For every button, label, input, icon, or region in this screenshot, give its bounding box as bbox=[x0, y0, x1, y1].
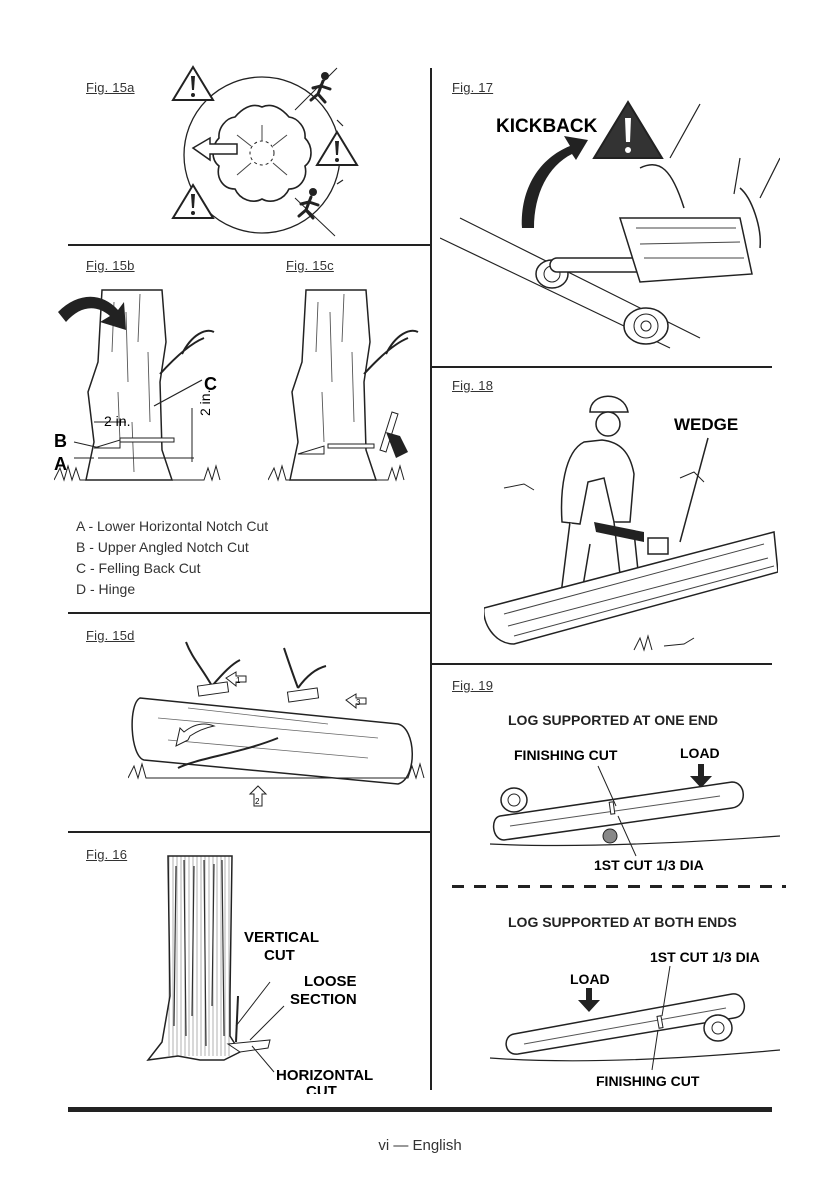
fig-17-illustration: KICKBACK bbox=[440, 98, 780, 360]
page-footer: vi — English bbox=[0, 1137, 840, 1154]
step-marker-icon: 3 bbox=[346, 694, 366, 708]
one-end-title: LOG SUPPORTED AT ONE END bbox=[508, 710, 718, 731]
warning-icon bbox=[173, 185, 213, 218]
step-number: 1 bbox=[236, 676, 241, 685]
bottom-rule bbox=[68, 1107, 772, 1112]
step-marker-icon: 1 bbox=[226, 672, 246, 686]
loose-section-label: LOOSE bbox=[304, 973, 357, 990]
letter-b: B bbox=[54, 431, 67, 451]
dashed-separator bbox=[452, 885, 786, 888]
legend-item: A - Lower Horizontal Notch Cut bbox=[76, 516, 268, 537]
vertical-cut-label: VERTICAL bbox=[244, 929, 319, 946]
running-person-icon bbox=[299, 188, 318, 218]
legend: A - Lower Horizontal Notch Cut B - Upper… bbox=[76, 516, 268, 600]
rule-right-1 bbox=[432, 366, 772, 368]
first-cut-label: 1ST CUT 1/3 DIA bbox=[650, 949, 760, 965]
step-marker-icon: 2 bbox=[250, 786, 266, 806]
horizontal-cut-label: CUT bbox=[306, 1083, 337, 1094]
fig-16-label: Fig. 16 bbox=[86, 847, 127, 862]
both-ends-title: LOG SUPPORTED AT BOTH ENDS bbox=[508, 912, 737, 933]
vertical-cut-label: CUT bbox=[264, 947, 295, 964]
legend-item: B - Upper Angled Notch Cut bbox=[76, 537, 268, 558]
fig-16-illustration: VERTICAL CUT LOOSE SECTION HORIZONTAL CU… bbox=[140, 846, 410, 1094]
fig-15a-illustration bbox=[165, 62, 385, 240]
step-number: 2 bbox=[255, 797, 260, 806]
load-label: LOAD bbox=[680, 745, 720, 761]
running-person-icon bbox=[311, 72, 330, 102]
warning-icon bbox=[317, 132, 357, 165]
finishing-cut-label: FINISHING CUT bbox=[596, 1073, 700, 1089]
legend-item: D - Hinge bbox=[76, 579, 268, 600]
step-number: 3 bbox=[356, 698, 361, 707]
loose-section-label: SECTION bbox=[290, 991, 357, 1008]
letter-a: A bbox=[54, 454, 67, 474]
finishing-cut-label: FINISHING CUT bbox=[514, 747, 618, 763]
fig-15b-illustration: 2 in. 2 in. A B C D bbox=[54, 282, 254, 490]
first-cut-label: 1ST CUT 1/3 DIA bbox=[594, 857, 704, 873]
notch-height-label: 2 in. bbox=[104, 413, 130, 429]
kickback-label: KICKBACK bbox=[496, 116, 598, 137]
legend-item: C - Felling Back Cut bbox=[76, 558, 268, 579]
center-divider bbox=[430, 68, 432, 1090]
fig-19-bottom-illustration: 1ST CUT 1/3 DIA LOAD FINISHING CUT bbox=[470, 940, 780, 1090]
fig-19-label: Fig. 19 bbox=[452, 678, 493, 693]
letter-c: C bbox=[204, 374, 217, 394]
fig-15c-label: Fig. 15c bbox=[286, 258, 334, 273]
horizontal-cut-label: HORIZONTAL bbox=[276, 1067, 373, 1084]
rule-left-1 bbox=[68, 244, 431, 246]
rule-right-2 bbox=[432, 663, 772, 665]
fig-15b-label: Fig. 15b bbox=[86, 258, 135, 273]
fig-17-label: Fig. 17 bbox=[452, 80, 493, 95]
fig-15c-illustration bbox=[268, 282, 428, 490]
load-label: LOAD bbox=[570, 971, 610, 987]
fig-15a-label: Fig. 15a bbox=[86, 80, 135, 95]
fig-18-illustration: WEDGE bbox=[484, 382, 778, 656]
rule-left-3 bbox=[68, 831, 431, 833]
warning-icon bbox=[594, 102, 662, 158]
fig-15d-illustration: 1 3 2 bbox=[128, 628, 428, 820]
rule-left-2 bbox=[68, 612, 431, 614]
fig-19-top-illustration: FINISHING CUT LOAD 1ST CUT 1/3 DIA bbox=[470, 736, 780, 878]
warning-icon bbox=[173, 67, 213, 100]
wedge-label: WEDGE bbox=[674, 415, 738, 434]
